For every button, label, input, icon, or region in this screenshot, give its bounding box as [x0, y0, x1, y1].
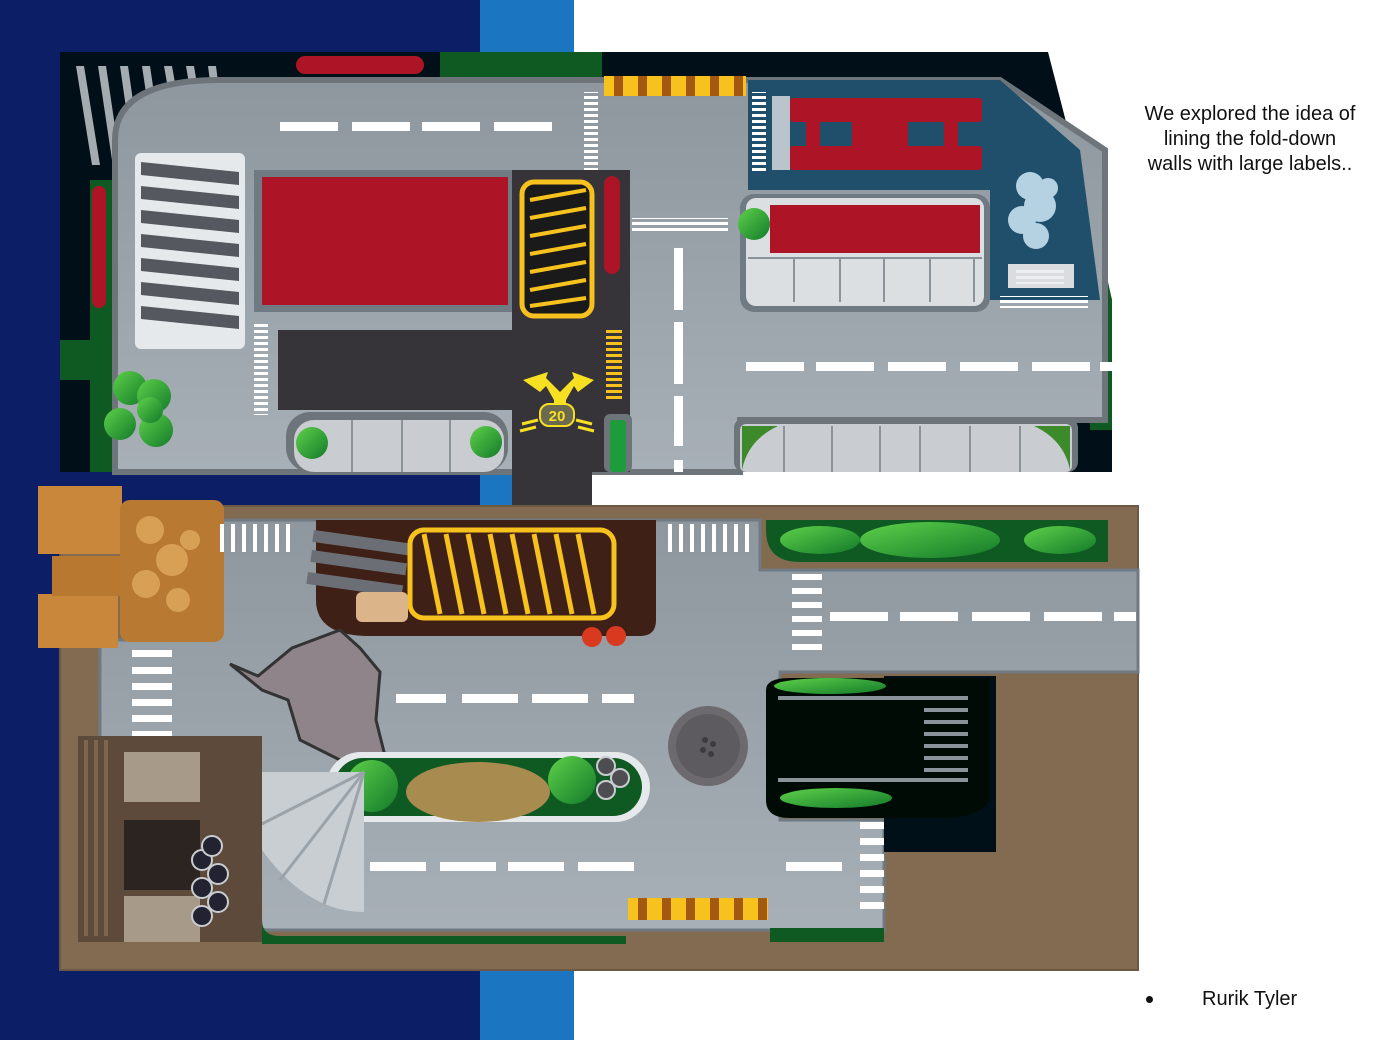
construction-barrier — [407, 527, 617, 621]
slide-caption: We explored the idea of lining the fold-… — [1144, 103, 1356, 175]
split-arrow-icon — [523, 372, 594, 408]
speed-limit-marker: 20 — [549, 408, 566, 425]
traffic-cone-icon — [582, 626, 626, 647]
bullet-dot-icon — [1146, 996, 1153, 1003]
top-map-tile: 20 — [60, 52, 1112, 475]
bullet-list-item: Rurik Tyler — [1140, 988, 1340, 1014]
bottom-map-tile — [38, 486, 1140, 971]
tunnel-entrance — [766, 678, 990, 818]
steam-cloud-icon — [1008, 172, 1058, 249]
red-bench-structure — [790, 98, 982, 170]
tree-icon — [104, 208, 770, 459]
author-name: Rurik Tyler — [1202, 988, 1298, 1010]
